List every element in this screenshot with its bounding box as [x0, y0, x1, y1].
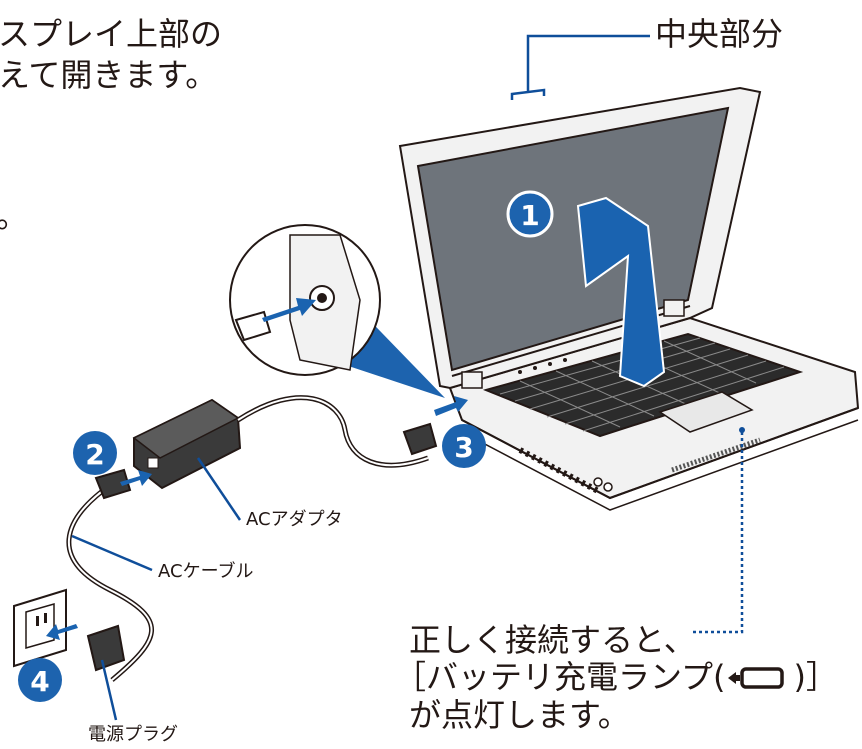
ac-adapter-leader	[196, 457, 242, 521]
instruction-line-1: スプレイ上部の	[0, 15, 223, 53]
charge-lamp-leader	[690, 432, 744, 634]
note-line-2-suffix: )］	[793, 658, 839, 696]
step-badge-2: 2	[73, 431, 117, 475]
step-number-3: 3	[454, 431, 473, 464]
battery-charge-icon	[726, 662, 794, 692]
step-badge-4: 4	[18, 658, 62, 702]
adapter-arrow	[120, 470, 152, 486]
step-number-4: 4	[30, 665, 49, 698]
open-lid-arrow	[576, 196, 666, 388]
ac-cable-label: ACケーブル	[158, 561, 254, 582]
ac-connector	[94, 468, 132, 500]
dc-cable-inner	[237, 396, 429, 467]
insert-arrow	[262, 298, 316, 322]
instruction-line-3: 。	[0, 196, 28, 236]
note-line-1: 正しく接続すると、	[409, 621, 696, 659]
power-plug-label: 電源プラグ	[88, 724, 178, 745]
note-line-3: が点灯します。	[409, 696, 630, 734]
plug-in-arrow	[434, 396, 468, 416]
wall-outlet-illustration	[13, 588, 67, 668]
power-plug	[86, 624, 126, 672]
dc-plug	[402, 422, 438, 456]
laptop-touchpad	[658, 391, 754, 433]
center-part-leader	[510, 34, 650, 100]
ac-adapter-illustration	[132, 398, 242, 490]
instruction-line-2: えて開きます。	[0, 56, 218, 94]
note-line-2-prefix: ［バッテリ充電ランプ(	[394, 658, 726, 696]
step-number-2: 2	[85, 438, 104, 471]
center-part-label: 中央部分	[655, 15, 784, 53]
power-plug-leader	[100, 659, 118, 721]
step-number-1: 1	[520, 199, 539, 232]
step-badge-1: 1	[506, 190, 554, 238]
ac-adapter-label: ACアダプタ	[246, 509, 343, 530]
ac-cable-leader	[71, 534, 153, 572]
step-badge-3: 3	[442, 424, 486, 468]
note-line-2: ［バッテリ充電ランプ( )］	[394, 657, 838, 697]
outlet-arrow	[46, 624, 78, 640]
zoom-inset	[229, 224, 445, 398]
